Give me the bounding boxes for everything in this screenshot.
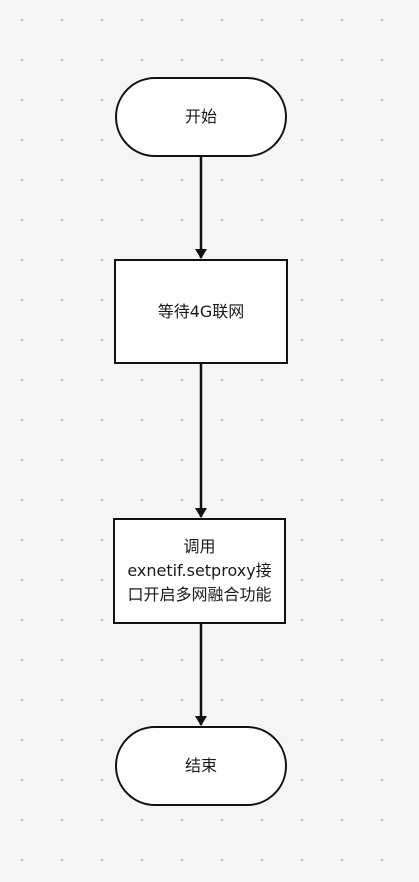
- start-node: 开始: [115, 77, 287, 157]
- call-setproxy-node-line-2: exnetif.setproxy接: [127, 561, 272, 580]
- end-node-label: 结束: [184, 756, 217, 775]
- wait-4g-node-label: 等待4G联网: [157, 301, 245, 321]
- call-setproxy-node-line-3: 口开启多网融合功能: [127, 585, 272, 604]
- end-node: 结束: [115, 726, 287, 806]
- wait-4g-node: 等待4G联网: [114, 259, 288, 364]
- call-setproxy-node: 调用 exnetif.setproxy接 口开启多网融合功能: [113, 518, 286, 624]
- call-setproxy-node-line-1: 调用: [183, 537, 216, 556]
- start-node-label: 开始: [184, 107, 217, 126]
